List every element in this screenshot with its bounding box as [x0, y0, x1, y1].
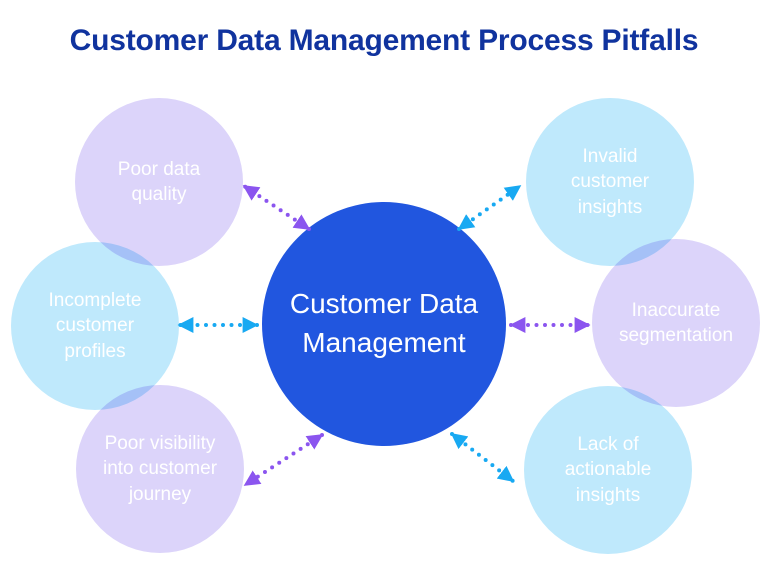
center-node-label: Customer Data Management — [289, 288, 479, 358]
node-poor-visibility-into-customer-journey: Poor visibility into customer journey — [76, 385, 244, 553]
node-label-poor-visibility-into-customer-journey: Poor visibility into customer journey — [102, 433, 218, 505]
node-customer-data-management: Customer Data Management — [262, 202, 506, 446]
node-label-poor-data-quality: Poor data quality — [117, 158, 201, 205]
arrow-bottom-left — [243, 433, 324, 487]
node-label-lack-of-actionable-insights: Lack of actionable insights — [564, 434, 652, 506]
node-label-inaccurate-segmentation: Inaccurate segmentation — [618, 299, 734, 346]
arrow-bottom-right — [450, 432, 515, 483]
node-inaccurate-segmentation: Inaccurate segmentation — [592, 239, 760, 407]
node-label-invalid-customer-insights: Invalid customer insights — [570, 146, 650, 218]
node-label-incomplete-customer-profiles: Incomplete customer profiles — [48, 290, 142, 362]
node-lack-of-actionable-insights: Lack of actionable insights — [524, 386, 692, 554]
node-invalid-customer-insights: Invalid customer insights — [526, 98, 694, 266]
node-poor-data-quality: Poor data quality — [75, 98, 243, 266]
arrow-top-right — [457, 184, 522, 231]
node-incomplete-customer-profiles: Incomplete customer profiles — [11, 242, 179, 410]
diagram-title: Customer Data Management Process Pitfall… — [69, 24, 699, 57]
arrow-top-left — [242, 184, 311, 231]
